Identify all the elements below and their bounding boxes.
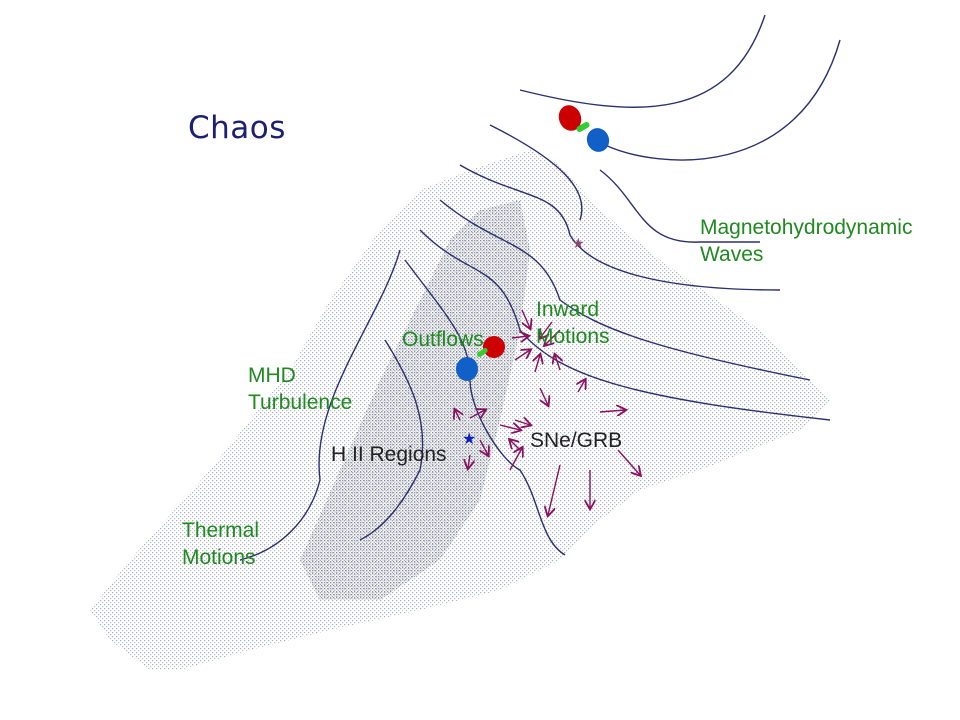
star-icon: ★ bbox=[572, 236, 585, 252]
label-inward-motions: Inward Motions bbox=[536, 298, 610, 348]
label-thermal-motions: Thermal Motions bbox=[182, 519, 260, 569]
motion-arrows bbox=[455, 309, 640, 515]
label-outflows: Outflows bbox=[402, 328, 484, 351]
star-icon-blue: ★ bbox=[462, 429, 476, 448]
label-sne-grb: SNe/GRB bbox=[530, 429, 623, 452]
label-mhd-turbulence: MHD Turbulence bbox=[248, 364, 353, 414]
label-mhd-waves: Magnetohydrodynamic Waves bbox=[700, 216, 913, 266]
page-title: Chaos bbox=[188, 110, 286, 146]
outflow-upper bbox=[558, 105, 610, 152]
outflow-lower bbox=[456, 336, 505, 381]
label-hii-regions: H II Regions bbox=[331, 443, 447, 466]
